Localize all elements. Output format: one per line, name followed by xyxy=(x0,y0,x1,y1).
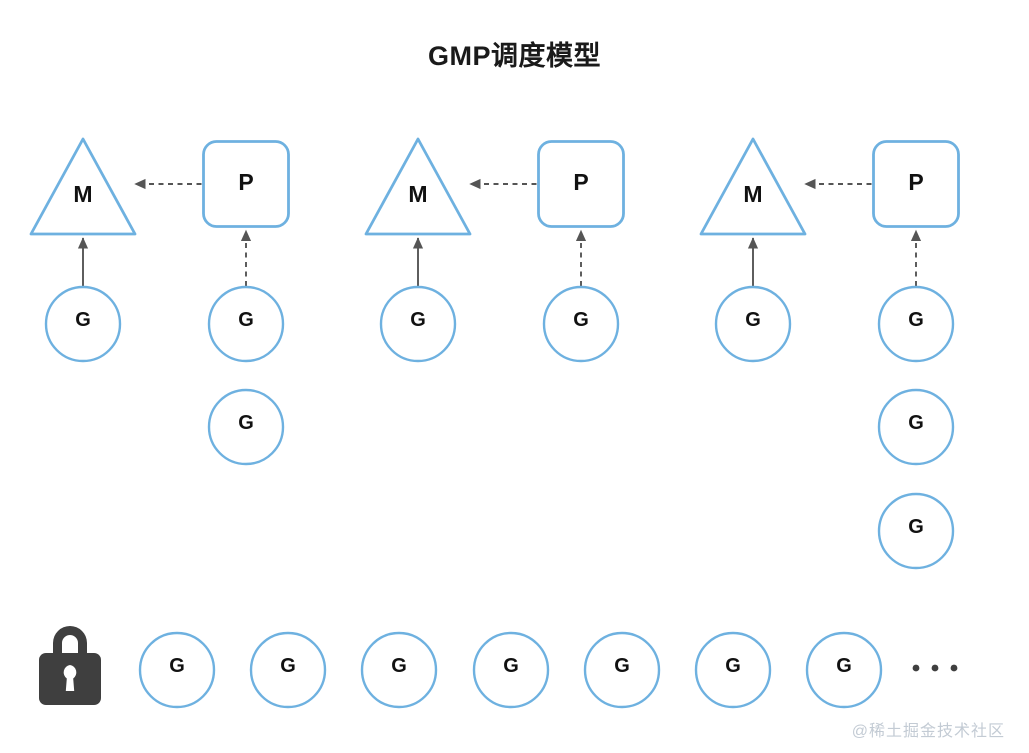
processor-node-2[interactable] xyxy=(537,140,625,228)
watermark: @稀土掘金技术社区 xyxy=(851,723,1005,740)
goroutine-node-p3-3[interactable] xyxy=(877,492,955,570)
machine-node-2[interactable] xyxy=(364,137,472,236)
global-queue-goroutine-4[interactable] xyxy=(472,631,550,709)
global-queue-goroutine-5[interactable] xyxy=(583,631,661,709)
global-queue-goroutine-6[interactable] xyxy=(694,631,772,709)
machine-node-1[interactable] xyxy=(29,137,137,236)
ellipsis-dot-1 xyxy=(912,664,920,672)
goroutine-node-m1-1[interactable] xyxy=(44,285,122,363)
goroutine-node-p1-1[interactable] xyxy=(207,285,285,363)
goroutine-node-m3-1[interactable] xyxy=(714,285,792,363)
global-queue-goroutine-3[interactable] xyxy=(360,631,438,709)
lock-icon xyxy=(39,626,101,705)
global-queue-goroutine-1[interactable] xyxy=(138,631,216,709)
global-queue-goroutine-2[interactable] xyxy=(249,631,327,709)
goroutine-node-m2-1[interactable] xyxy=(379,285,457,363)
machine-node-3[interactable] xyxy=(699,137,807,236)
global-queue-goroutine-7[interactable] xyxy=(805,631,883,709)
goroutine-node-p1-2[interactable] xyxy=(207,388,285,466)
processor-node-3[interactable] xyxy=(872,140,960,228)
ellipsis-dot-2 xyxy=(931,664,939,672)
processor-node-1[interactable] xyxy=(202,140,290,228)
goroutine-node-p3-2[interactable] xyxy=(877,388,955,466)
page-title: GMP调度模型 xyxy=(427,41,601,71)
goroutine-node-p2-1[interactable] xyxy=(542,285,620,363)
goroutine-node-p3-1[interactable] xyxy=(877,285,955,363)
ellipsis-dot-3 xyxy=(950,664,958,672)
